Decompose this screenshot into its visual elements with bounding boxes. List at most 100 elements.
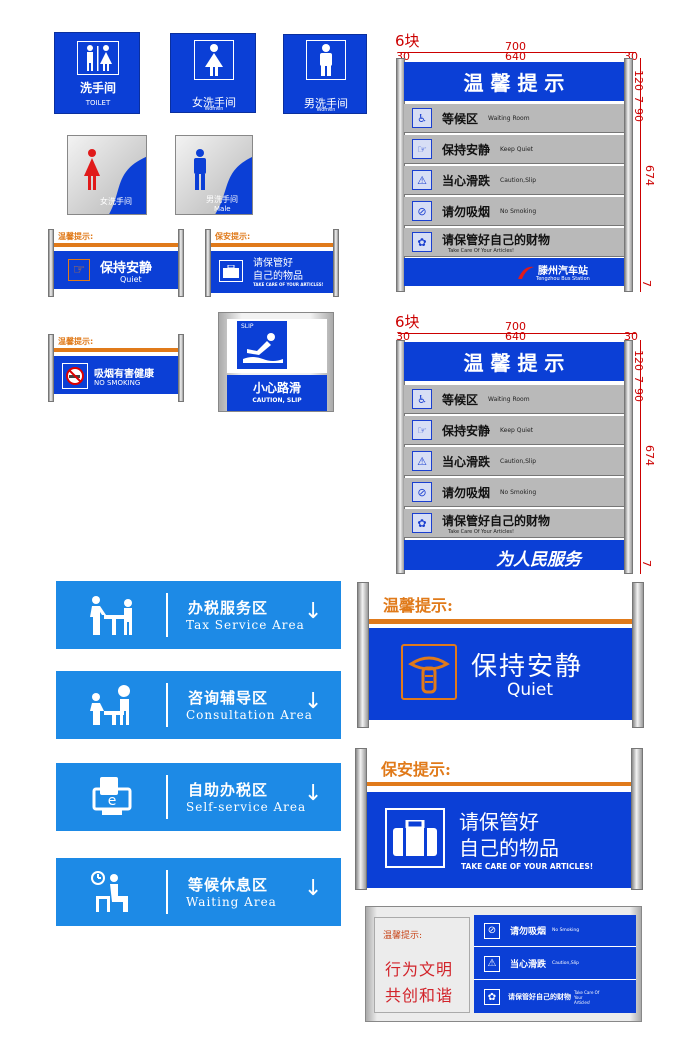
panel2-row-en: Keep Quiet — [500, 426, 533, 434]
panel1-row-cn: 当心滑跌 — [442, 173, 491, 188]
panel2-height-total: 674 — [643, 445, 656, 466]
large-quiet-cn: 保持安静 — [471, 652, 584, 682]
articles-icon: ✿ — [484, 989, 500, 1005]
articles-card-cn2: 自己的物品 — [253, 271, 303, 282]
panel1-row-cn: 请保管好自己的财物 — [442, 232, 551, 247]
women-restroom-sign: 女洗手间 Women — [170, 33, 256, 113]
articles-card-header-text: 保安提示: — [215, 232, 251, 241]
panel2-width-total: 700 — [505, 320, 526, 333]
slip-icon: SLIP — [237, 321, 287, 369]
combo-sign: 温馨提示: 行为文明 共创和谐 ⊘ 请勿吸烟 No Smoking ⚠ 当心滑跌… — [365, 906, 642, 1022]
smoking-card-body: 吸烟有害健康 NO SMOKING — [54, 356, 178, 394]
men-tilted-en: Male — [214, 205, 231, 213]
articles-card-cn1: 请保管好 — [253, 258, 293, 269]
combo-right-panel: ⊘ 请勿吸烟 No Smoking ⚠ 当心滑跌 Caution,Slip ✿ … — [474, 915, 636, 1013]
no-smoking-icon: ⊘ — [412, 201, 432, 221]
panel1-title: 温 馨 提 示 — [404, 62, 624, 101]
toilet-en: TOILET — [85, 99, 111, 107]
combo-row-cn: 当心滑跌 — [510, 960, 547, 970]
panel2-vdim-1: 120 — [632, 350, 645, 371]
panel1-footer-en: Tengzhou Bus Station — [536, 276, 590, 282]
slip-icon: ⚠ — [484, 955, 500, 972]
panel2-row-cn: 保持安静 — [442, 423, 491, 438]
quiet-icon: ☞ — [412, 420, 432, 440]
panel2-vdim-2: 7 — [632, 376, 645, 383]
panel2-row-en: No Smoking — [500, 488, 537, 496]
panel2-title: 温 馨 提 示 — [404, 342, 624, 381]
large-articles-cn1: 请保管好 — [459, 810, 539, 834]
directional-sign: 咨询辅导区 Consultation Area ↓ — [56, 671, 341, 739]
waiting-icon: ♿ — [412, 108, 432, 128]
panel1-row-cn: 等候区 — [442, 111, 479, 126]
panel1-vdim-2: 7 — [632, 96, 645, 103]
stand-left — [205, 229, 211, 297]
articles-card-en: TAKE CARE OF YOUR ARTICLES! — [253, 282, 324, 287]
men-restroom-cn: 男洗手间 — [304, 97, 348, 110]
articles-card-body: 请保管好 自己的物品 TAKE CARE OF YOUR ARTICLES! — [211, 251, 333, 293]
slip-card: SLIP 小心路滑 CAUTION, SLIP — [218, 312, 334, 412]
panel2-footer-cn: 为人民服务 — [496, 550, 581, 570]
panel2-post-right — [624, 340, 633, 574]
combo-line1: 行为文明 — [385, 960, 454, 979]
slip-tag: SLIP — [241, 323, 254, 330]
divider — [166, 870, 168, 914]
combo-row-en: Caution,Slip — [552, 961, 580, 966]
stand-right — [631, 748, 643, 890]
quiet-card-header-text: 温馨提示: — [58, 232, 94, 241]
no-smoking-icon: ⊘ — [484, 922, 500, 939]
men-restroom-tilted-sign: 男洗手间 Male — [175, 135, 253, 215]
female-icon — [194, 40, 234, 80]
women-restroom-tilted-sign: 女洗手间 — [67, 135, 147, 215]
directional-cn: 自助办税区 — [188, 781, 269, 799]
combo-left-panel: 温馨提示: 行为文明 共创和谐 — [374, 917, 470, 1013]
large-articles-header: 保安提示: — [367, 748, 631, 786]
panel1-vdim-1: 120 — [632, 70, 645, 91]
toilet-sign: 洗手间 TOILET — [54, 32, 140, 114]
smoking-card-cn: 吸烟有害健康 — [94, 369, 154, 380]
combo-header: 温馨提示: — [383, 931, 423, 941]
directional-sign: e 自助办税区 Self-service Area ↓ — [56, 763, 341, 831]
large-articles-en: TAKE CARE OF YOUR ARTICLES! — [461, 862, 594, 871]
panel2-row-cn: 请勿吸烟 — [442, 485, 491, 500]
panel1-row-cn: 请勿吸烟 — [442, 204, 491, 219]
combo-row: ⚠ 当心滑跌 Caution,Slip — [474, 948, 636, 980]
female-red-icon — [84, 149, 100, 190]
smoking-card-header: 温馨提示: — [54, 334, 178, 352]
stand-left — [48, 229, 54, 297]
consultation-icon — [90, 685, 130, 725]
wave-shape-icon — [109, 157, 146, 214]
slip-card-cn: 小心路滑 — [252, 381, 301, 395]
slip-icon: ⚠ — [412, 451, 432, 471]
men-tilted-cn: 男洗手间 — [206, 195, 238, 204]
panel2-row-en: Take Care Of Your Articles! — [448, 528, 515, 535]
wave-shape-icon — [215, 157, 252, 214]
panel1-footer: 滕州汽车站 Tengzhou Bus Station — [404, 258, 624, 286]
panel1-width-total: 700 — [505, 40, 526, 53]
large-quiet-en: Quiet — [507, 680, 554, 700]
directional-sign: 办税服务区 Tax Service Area ↓ — [56, 581, 341, 649]
stand-left — [357, 582, 369, 728]
panel1-title-text: 温 馨 提 示 — [463, 71, 565, 95]
directional-en: Consultation Area — [186, 708, 313, 722]
articles-icon: ✿ — [412, 513, 432, 533]
men-restroom-en: Women — [316, 107, 336, 113]
suitcase-icon — [219, 260, 243, 282]
panel1-row-en: Keep Quiet — [500, 145, 533, 153]
slip-icon: ⚠ — [412, 170, 432, 190]
panel2-row-cn: 请保管好自己的财物 — [442, 513, 551, 528]
panel2-vdim-3: 90 — [632, 388, 645, 402]
svg-text:e: e — [108, 793, 117, 809]
slip-card-label: 小心路滑 CAUTION, SLIP — [227, 375, 327, 411]
suitcase-icon — [385, 808, 445, 868]
waiting-area-icon — [91, 871, 128, 912]
arrow-down-icon: ↓ — [304, 876, 323, 901]
large-quiet-header-text: 温馨提示: — [383, 596, 453, 615]
articles-icon: ✿ — [412, 232, 432, 252]
women-restroom-en: Women — [204, 106, 224, 112]
large-quiet-body: 保持安静 Quiet — [369, 628, 632, 720]
combo-row-cn: 请保管好自己的财物 — [508, 993, 571, 1001]
panel2-bottom-dim: 7 — [640, 560, 653, 567]
